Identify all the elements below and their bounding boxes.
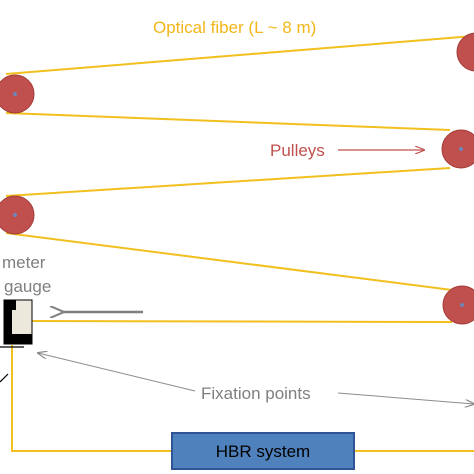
gauge-label: gauge [4, 277, 51, 296]
pulleys-label: Pulleys [270, 141, 325, 160]
pulley-center [13, 92, 17, 96]
gauge-inner [16, 310, 30, 334]
optical-fiber [5, 35, 474, 452]
pulley [456, 32, 474, 72]
pulley-center [13, 213, 17, 217]
fiber-segment [5, 35, 474, 75]
fiber-segment [5, 232, 453, 291]
gauge-left-bar [4, 300, 12, 344]
fiber-label: Optical fiber (L ~ 8 m) [153, 18, 316, 37]
pulleys [0, 32, 474, 325]
fixation-arrow-left [38, 353, 196, 392]
gauge-bottom-tab [12, 334, 32, 344]
pulley-center [459, 147, 463, 151]
fiber-segment [29, 320, 453, 323]
meter-label: meter [2, 253, 46, 272]
hbr-system-box [171, 432, 355, 470]
hbr-system-label: HBR system [216, 442, 310, 461]
gauge-top-tab [12, 300, 16, 310]
fiber-loop-to-hbr [11, 345, 172, 452]
gauge-bracket [0, 373, 9, 383]
fixation-points-label: Fixation points [201, 384, 311, 403]
pulley [442, 285, 474, 325]
fiber-segment [5, 112, 451, 131]
fiber-segment [5, 167, 451, 197]
pulley-center [460, 303, 464, 307]
pulley [441, 129, 474, 169]
gauge-block [0, 299, 33, 383]
fixation-arrow-right [337, 392, 474, 404]
